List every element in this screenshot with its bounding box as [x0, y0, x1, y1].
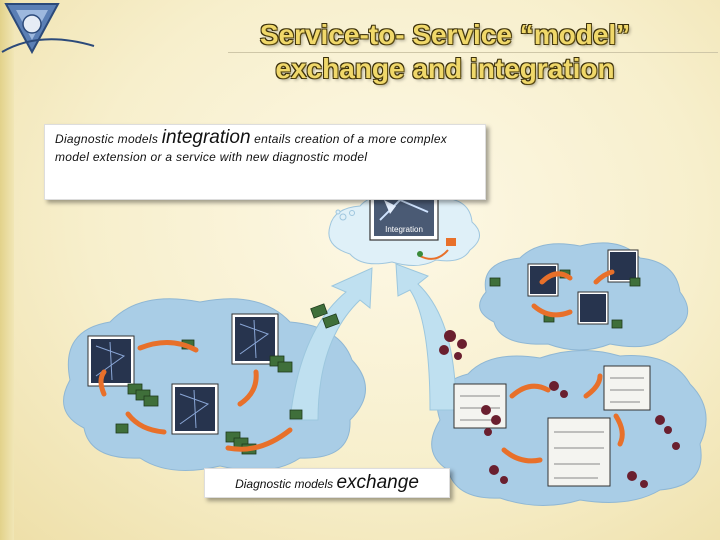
- title-line-2: exchange and integration: [275, 53, 615, 84]
- integration-textbox: Diagnostic models integration entails cr…: [44, 124, 486, 200]
- left-decor-bar: [0, 0, 14, 540]
- slide-title: Service-to- Service “model” exchange and…: [210, 18, 680, 86]
- exchange-text-lead: Diagnostic models: [235, 477, 337, 491]
- model-panel-3: [171, 383, 219, 435]
- integration-text-lead: Diagnostic models: [55, 132, 162, 146]
- integration-text-emphasis: integration: [161, 127, 251, 148]
- integration-label: Integration: [385, 225, 423, 234]
- model-panel-4: [527, 263, 559, 297]
- model-panel-6: [577, 291, 609, 325]
- logo-icon: [1, 3, 95, 55]
- big-arrow-left: [289, 267, 373, 421]
- equation-panel-3: [547, 417, 611, 487]
- integration-arrows-icon: [417, 238, 456, 260]
- big-arrow-right: [395, 263, 457, 411]
- molecule-clusters: [439, 330, 680, 488]
- integration-text-rest: entails creation of a more complex model…: [55, 132, 448, 164]
- exchange-textbox: Diagnostic models exchange: [204, 468, 450, 498]
- model-panel-5: [607, 249, 639, 283]
- model-panel-1: [87, 335, 135, 387]
- equation-panel-2: [603, 365, 651, 411]
- flow-arrows: [98, 269, 625, 464]
- title-rule: [228, 52, 718, 53]
- title-line-1: Service-to- Service “model”: [259, 19, 631, 50]
- exchange-text-emphasis: exchange: [336, 472, 419, 493]
